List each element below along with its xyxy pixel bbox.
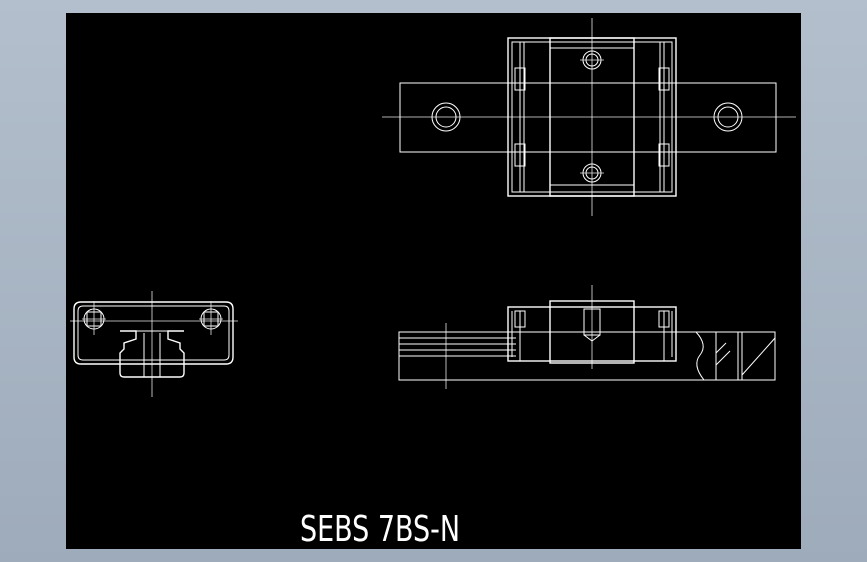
part-label: SEBS 7BS-N bbox=[300, 509, 460, 549]
top-view bbox=[382, 18, 796, 216]
top-view-rail bbox=[399, 82, 777, 153]
rail-hole-left bbox=[431, 102, 461, 132]
drawing-sheet: SEBS 7BS-N bbox=[66, 13, 801, 549]
end-view-rail-profile bbox=[119, 330, 185, 378]
side-view-break-line bbox=[695, 331, 705, 381]
top-view-block-body bbox=[549, 37, 635, 197]
top-view-block-inner bbox=[511, 41, 673, 193]
side-view-block-body bbox=[549, 300, 635, 364]
end-view-bolt-left bbox=[82, 301, 106, 335]
end-view bbox=[70, 291, 238, 397]
block-tap-hole-bottom bbox=[580, 163, 604, 183]
block-tap-hole-top bbox=[580, 50, 604, 70]
side-view-tap-hole bbox=[583, 308, 601, 336]
cad-drawing: SEBS 7BS-N bbox=[70, 18, 796, 549]
side-view bbox=[398, 285, 776, 389]
rail-hole-right bbox=[713, 102, 743, 132]
end-view-block-outline bbox=[73, 301, 234, 365]
end-view-bolt-right bbox=[199, 301, 223, 335]
